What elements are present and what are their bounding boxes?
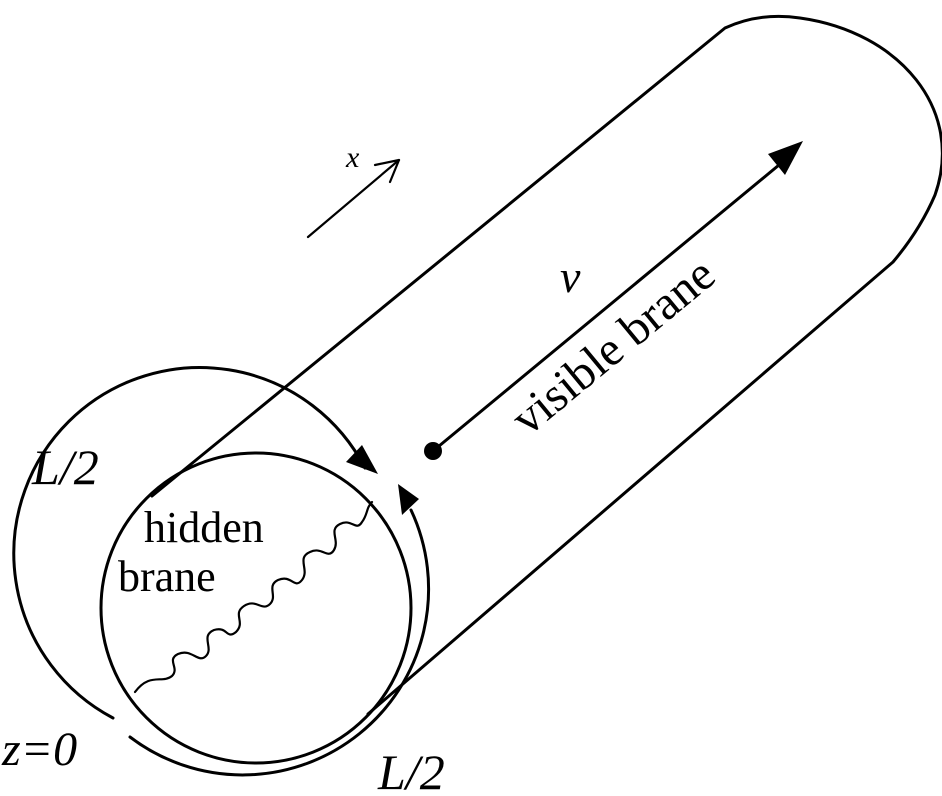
cylinder-end-circle: [99, 451, 413, 765]
velocity-arrowhead: [768, 141, 803, 175]
visible-brane-label: visible brane: [501, 247, 725, 445]
x-direction-arrow-shaft: [306, 158, 401, 239]
orbit-arc-upper: [12, 366, 367, 720]
velocity-arrow-shaft: [431, 158, 787, 453]
hidden-brane-wavy-line: [133, 500, 374, 694]
x-axis-label: x: [345, 141, 360, 174]
origin-label: z=0: [1, 723, 77, 776]
orbit-arrowhead-upper: [346, 445, 378, 474]
cylinder-body: [150, 14, 942, 716]
x-direction-arrowhead: [373, 158, 401, 184]
velocity-label: v: [560, 251, 581, 302]
hidden-brane-label-line1: hidden: [144, 503, 264, 552]
half-length-label-bottom: L/2: [377, 744, 445, 796]
orbit-arrowhead-lower: [398, 484, 419, 515]
orbit-arc-lower: [128, 508, 431, 777]
half-length-label-top: L/2: [31, 439, 99, 495]
hidden-brane-label-line2: brane: [118, 552, 216, 601]
